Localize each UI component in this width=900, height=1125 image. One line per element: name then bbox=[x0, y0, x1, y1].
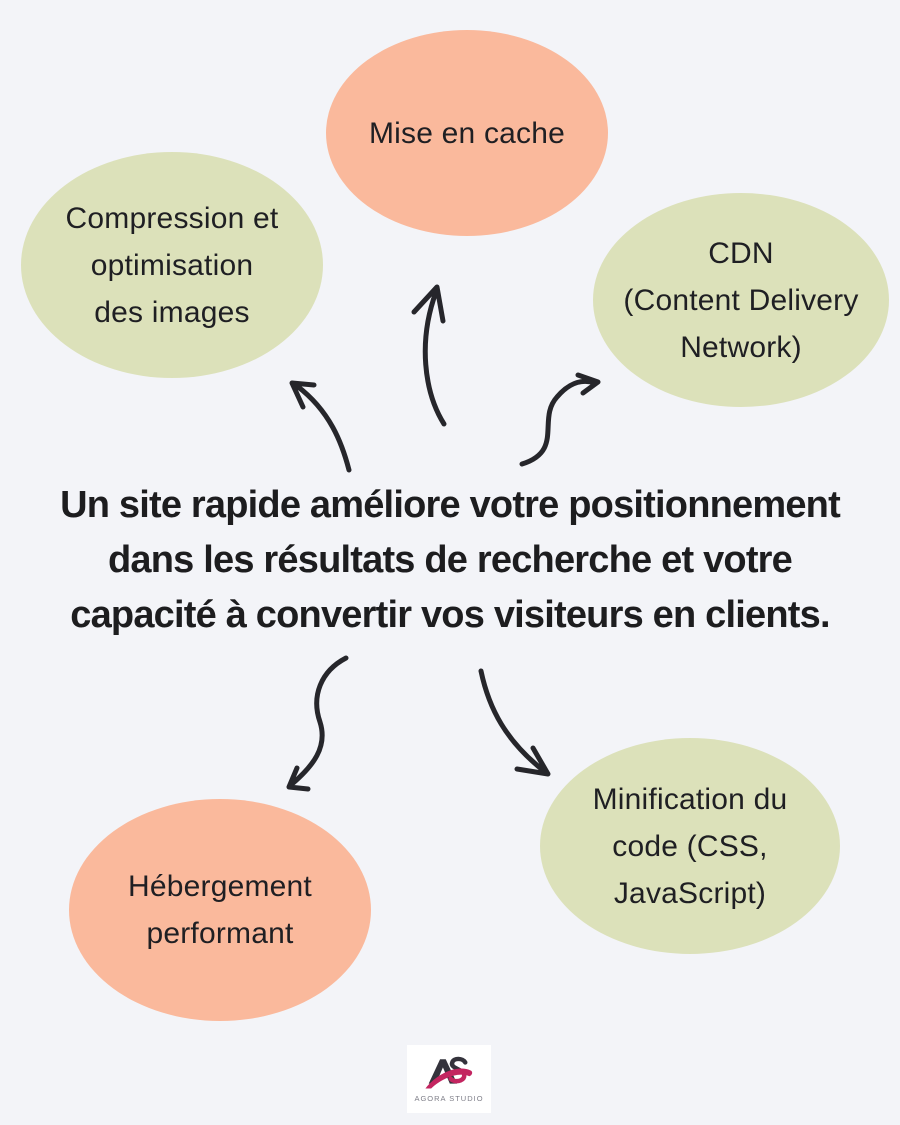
arrow-to-compression-icon bbox=[289, 380, 352, 473]
bubble-minification-label: Minification du code (CSS, JavaScript) bbox=[592, 782, 788, 910]
bubble-minification: Minification du code (CSS, JavaScript) bbox=[540, 738, 840, 954]
arrow-to-cache-icon bbox=[411, 284, 447, 427]
central-statement: Un site rapide améliore votre positionne… bbox=[60, 484, 841, 636]
monogram-letter-s-top bbox=[449, 1056, 468, 1073]
agora-studio-logo: AGORA STUDIO bbox=[407, 1045, 491, 1113]
bubble-cdn: CDN (Content Delivery Network) bbox=[593, 193, 889, 407]
bubble-hebergement: Hébergement performant bbox=[69, 799, 371, 1021]
as-monogram-icon bbox=[425, 1056, 473, 1089]
bubble-hebergement-label: Hébergement performant bbox=[128, 870, 312, 950]
bubble-mise-en-cache: Mise en cache bbox=[326, 30, 608, 236]
bubble-cdn-label: CDN (Content Delivery Network) bbox=[623, 236, 859, 364]
bubble-compression-images: Compression et optimisation des images bbox=[21, 152, 323, 378]
monogram-swoosh bbox=[425, 1068, 473, 1089]
bubble-mise-en-cache-label: Mise en cache bbox=[368, 116, 566, 150]
arrow-to-minification-icon bbox=[478, 668, 551, 777]
arrow-to-cdn-icon bbox=[519, 372, 601, 467]
logo-studio-name: AGORA STUDIO bbox=[414, 1094, 484, 1103]
arrow-to-hosting-icon bbox=[286, 655, 349, 792]
bubble-compression-images-label: Compression et optimisation des images bbox=[65, 201, 279, 329]
